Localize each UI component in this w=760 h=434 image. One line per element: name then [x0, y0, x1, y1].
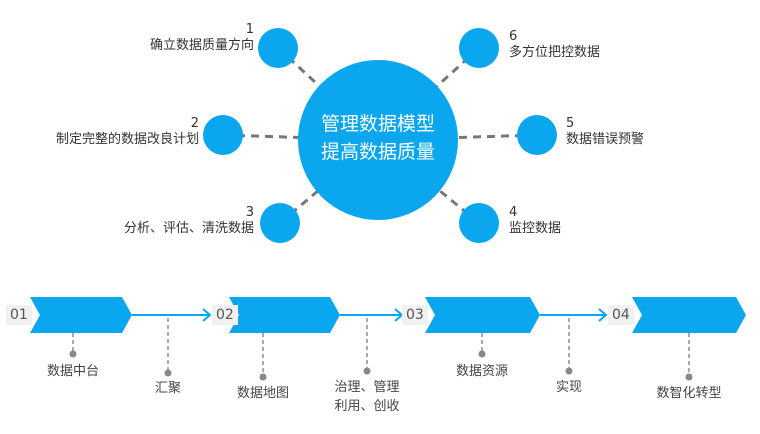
- center-circle: [298, 60, 458, 220]
- step-label-02: 数据地图: [236, 386, 289, 401]
- node-label: 多方位把控数据: [509, 45, 601, 60]
- center-title: 管理数据模型 提高数据质量: [298, 110, 458, 166]
- node-number: 1: [245, 22, 254, 37]
- center-line-1: 管理数据模型: [320, 113, 435, 135]
- node-circle-6: [459, 28, 499, 68]
- node-number: 5: [566, 116, 575, 131]
- node-label: 监控数据: [509, 221, 562, 236]
- chevron-03: [425, 297, 540, 333]
- node-label: 分析、评估、清洗数据: [123, 221, 254, 236]
- step-number-04: 04: [608, 305, 634, 325]
- node-circle-5: [517, 115, 557, 155]
- chevron-04: [632, 297, 746, 333]
- connector-label-2: 治理、管理利用、创收: [317, 378, 417, 416]
- chevron-01: [30, 297, 132, 333]
- node-circle-4: [459, 203, 499, 243]
- node-circle-1: [258, 28, 298, 68]
- connector-label-2-line1: 治理、管理: [334, 380, 400, 395]
- node-circle-3: [260, 203, 300, 243]
- connector-line-4: [377, 138, 480, 225]
- step-number-01: 01: [6, 305, 32, 325]
- node-label: 制定完整的数据改良计划: [55, 132, 199, 147]
- step-label-04: 数智化转型: [656, 386, 722, 401]
- step-label-01: 数据中台: [46, 364, 99, 379]
- connector-label-2-line2: 利用、创收: [334, 399, 400, 414]
- step-number-03: 03: [402, 305, 428, 325]
- center-line-2: 提高数据质量: [320, 141, 435, 163]
- node-number: 4: [509, 205, 518, 220]
- connector-label-1: 汇聚: [154, 381, 181, 396]
- node-number: 2: [190, 116, 199, 131]
- node-label: 数据错误预警: [566, 132, 645, 147]
- chevron-02: [229, 297, 340, 333]
- connector-line-3: [279, 138, 379, 225]
- node-circle-2: [203, 115, 243, 155]
- node-number: 3: [245, 205, 254, 220]
- node-label: 确立数据质量方向: [149, 38, 254, 53]
- node-number: 6: [509, 29, 518, 44]
- step-number-02: 02: [212, 305, 238, 325]
- connector-label-3: 实现: [555, 380, 582, 395]
- step-label-03: 数据资源: [455, 364, 508, 379]
